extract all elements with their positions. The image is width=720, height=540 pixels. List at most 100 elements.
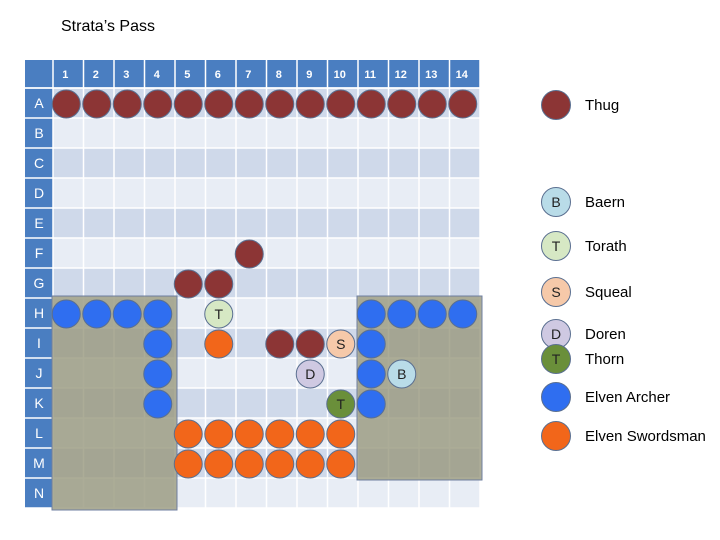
row-label-I: I bbox=[37, 335, 41, 351]
row-label-L: L bbox=[35, 425, 43, 441]
elven-archer-token[interactable] bbox=[448, 299, 478, 329]
row-header-band bbox=[25, 60, 53, 508]
thug-token[interactable] bbox=[295, 89, 325, 119]
elven-swordsman-token[interactable] bbox=[204, 449, 234, 479]
thug-token[interactable] bbox=[51, 89, 81, 119]
legend-label: Squeal bbox=[585, 283, 632, 301]
elven-archer-token[interactable] bbox=[112, 299, 142, 329]
column-header-band bbox=[25, 60, 480, 88]
row-label-F: F bbox=[35, 245, 44, 261]
thug-token[interactable] bbox=[204, 89, 234, 119]
legend-token-thorn: T bbox=[541, 344, 571, 374]
elven-archer-token[interactable] bbox=[51, 299, 81, 329]
legend-token-squeal: S bbox=[541, 277, 571, 307]
row-label-C: C bbox=[34, 155, 44, 171]
elven-swordsman-token[interactable] bbox=[234, 449, 264, 479]
column-label-5: 5 bbox=[184, 69, 190, 81]
thug-token[interactable] bbox=[417, 89, 447, 119]
legend-label: Thug bbox=[585, 96, 620, 114]
thorn-token[interactable] bbox=[326, 389, 356, 419]
squeal-token-letter: S bbox=[336, 336, 345, 352]
column-label-7: 7 bbox=[245, 69, 251, 81]
thug-token[interactable] bbox=[234, 239, 264, 269]
legend-label: Torath bbox=[585, 237, 627, 255]
column-label-13: 13 bbox=[425, 69, 437, 81]
elven-swordsman-token[interactable] bbox=[204, 419, 234, 449]
elven-swordsman-token[interactable] bbox=[295, 419, 325, 449]
thug-token[interactable] bbox=[112, 89, 142, 119]
baern-token[interactable] bbox=[387, 359, 417, 389]
elven-swordsman-token[interactable] bbox=[173, 419, 203, 449]
thug-token[interactable] bbox=[204, 269, 234, 299]
elven-archer-token[interactable] bbox=[356, 299, 386, 329]
legend-item-thug: Thug bbox=[541, 90, 619, 120]
legend-token-elven-archer bbox=[541, 382, 571, 412]
elven-swordsman-token[interactable] bbox=[173, 449, 203, 479]
row-label-A: A bbox=[34, 95, 44, 111]
thorn-token-letter: T bbox=[336, 396, 345, 412]
elven-archer-token[interactable] bbox=[356, 389, 386, 419]
row-label-N: N bbox=[34, 485, 44, 501]
squeal-token[interactable] bbox=[326, 329, 356, 359]
elven-swordsman-token[interactable] bbox=[326, 449, 356, 479]
elven-archer-token[interactable] bbox=[143, 329, 173, 359]
elven-archer-token[interactable] bbox=[143, 299, 173, 329]
elven-swordsman-token[interactable] bbox=[326, 419, 356, 449]
elven-swordsman-token[interactable] bbox=[204, 329, 234, 359]
doren-token-letter: D bbox=[305, 366, 315, 382]
elven-archer-token[interactable] bbox=[82, 299, 112, 329]
elven-archer-token[interactable] bbox=[387, 299, 417, 329]
elven-swordsman-token[interactable] bbox=[265, 419, 295, 449]
thug-token[interactable] bbox=[356, 89, 386, 119]
row-label-M: M bbox=[33, 455, 45, 471]
thug-token[interactable] bbox=[143, 89, 173, 119]
column-label-1: 1 bbox=[62, 69, 68, 81]
thug-token[interactable] bbox=[387, 89, 417, 119]
thug-token[interactable] bbox=[82, 89, 112, 119]
legend-label: Elven Archer bbox=[585, 388, 671, 406]
elven-swordsman-token[interactable] bbox=[234, 419, 264, 449]
column-label-6: 6 bbox=[215, 69, 221, 81]
thug-token[interactable] bbox=[173, 89, 203, 119]
thug-token[interactable] bbox=[448, 89, 478, 119]
thug-token[interactable] bbox=[265, 89, 295, 119]
column-label-8: 8 bbox=[276, 69, 282, 81]
elven-archer-token[interactable] bbox=[356, 329, 386, 359]
row-label-G: G bbox=[34, 275, 45, 291]
thug-token[interactable] bbox=[234, 89, 264, 119]
elven-archer-token[interactable] bbox=[143, 389, 173, 419]
thug-token[interactable] bbox=[173, 269, 203, 299]
thug-token[interactable] bbox=[326, 89, 356, 119]
column-label-10: 10 bbox=[334, 69, 346, 81]
row-label-K: K bbox=[34, 395, 44, 411]
row-label-E: E bbox=[34, 215, 43, 231]
thug-token[interactable] bbox=[295, 329, 325, 359]
column-label-12: 12 bbox=[395, 69, 407, 81]
legend-item-elven-archer: Elven Archer bbox=[541, 382, 670, 412]
row-label-J: J bbox=[36, 365, 43, 381]
elven-archer-token[interactable] bbox=[417, 299, 447, 329]
elven-archer-token[interactable] bbox=[356, 359, 386, 389]
elven-swordsman-token[interactable] bbox=[265, 449, 295, 479]
column-label-3: 3 bbox=[123, 69, 129, 81]
elven-swordsman-token[interactable] bbox=[295, 449, 325, 479]
legend-item-elven-swordsman: Elven Swordsman bbox=[541, 421, 706, 451]
column-label-11: 11 bbox=[364, 69, 376, 81]
thug-token[interactable] bbox=[265, 329, 295, 359]
row-label-B: B bbox=[34, 125, 43, 141]
column-label-14: 14 bbox=[456, 69, 469, 81]
column-label-4: 4 bbox=[154, 69, 161, 81]
row-label-D: D bbox=[34, 185, 44, 201]
torath-token[interactable] bbox=[204, 299, 234, 329]
doren-token[interactable] bbox=[295, 359, 325, 389]
torath-token-letter: T bbox=[214, 306, 223, 322]
elven-archer-token[interactable] bbox=[143, 359, 173, 389]
legend-item-squeal: S Squeal bbox=[541, 277, 632, 307]
column-label-2: 2 bbox=[93, 69, 99, 81]
legend-label: Elven Swordsman bbox=[585, 427, 706, 445]
legend-token-doren: D bbox=[541, 319, 571, 349]
